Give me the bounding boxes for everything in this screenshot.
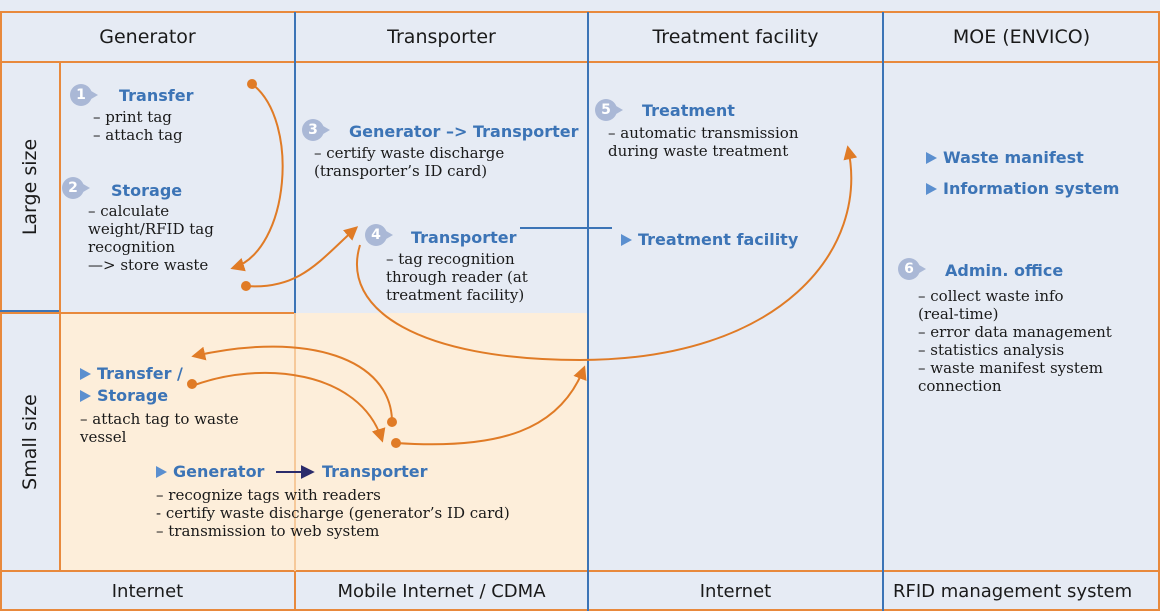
- treatment-facility-label: Treatment facility: [621, 230, 798, 249]
- arrow-small-to-transfer: [191, 345, 393, 421]
- step-5-badge: 5: [595, 99, 623, 123]
- column-header-moe: MOE (ENVICO): [952, 26, 1091, 48]
- step-1-badge: 1: [70, 84, 98, 108]
- triangle-bullet-icon: [926, 183, 937, 195]
- footer-internet-treatment: Internet: [699, 580, 772, 602]
- step-1-text: – print tag – attach tag: [93, 108, 183, 144]
- step-4-badge: 4: [365, 224, 393, 248]
- step-6-text: – collect waste info (real-time) – error…: [918, 287, 1112, 395]
- small-transfer-label: Transfer /: [80, 364, 183, 383]
- step-3-badge: 3: [302, 119, 330, 143]
- step-4-text: – tag recognition through reader (at tre…: [386, 250, 528, 304]
- arrow-transporter-to-treatment: [356, 145, 858, 362]
- small-generator-text: – recognize tags with readers - certify …: [156, 486, 510, 540]
- arrow-small-storage-to-mid: [191, 371, 386, 443]
- footer-internet-generator: Internet: [111, 580, 184, 602]
- step-3-text: – certify waste discharge (transporter’s…: [314, 144, 505, 180]
- small-storage-label: Storage: [80, 386, 168, 405]
- column-header-generator: Generator: [99, 26, 196, 48]
- small-transporter-label: Transporter: [322, 462, 428, 481]
- step-2-text: – calculate weight/RFID tag recognition …: [88, 202, 214, 274]
- small-generator-label: Generator: [156, 462, 264, 481]
- step-1-title: Transfer: [119, 86, 194, 105]
- triangle-bullet-icon: [926, 152, 937, 164]
- arrow-storage-to-transporter: [245, 226, 359, 288]
- footer-mobile-internet: Mobile Internet / CDMA: [337, 580, 546, 602]
- triangle-bullet-icon: [80, 390, 91, 402]
- step-5-title: Treatment: [642, 101, 735, 120]
- triangle-bullet-icon: [621, 234, 632, 246]
- step-2-title: Storage: [111, 181, 183, 200]
- triangle-bullet-icon: [80, 368, 91, 380]
- step-6-title: Admin. office: [945, 261, 1064, 280]
- step-5-text: – automatic transmission during waste tr…: [608, 124, 799, 160]
- step-4-title: Transporter: [411, 228, 517, 247]
- footer-rfid-management: RFID management system: [893, 580, 1133, 602]
- small-storage-text: – attach tag to waste vessel: [80, 410, 239, 446]
- triangle-bullet-icon: [156, 466, 167, 478]
- waste-manifest-label: Waste manifest: [926, 148, 1084, 167]
- arrow-transfer-to-storage: [230, 83, 284, 272]
- step-6-badge: 6: [898, 258, 926, 282]
- column-header-transporter: Transporter: [387, 26, 496, 48]
- step-2-badge: 2: [62, 177, 90, 201]
- arrow-small-mid-to-treatment: [395, 365, 587, 446]
- information-system-label: Information system: [926, 179, 1119, 198]
- column-header-treatment-facility: Treatment facility: [652, 26, 819, 48]
- step-3-title: Generator –> Transporter: [349, 122, 579, 141]
